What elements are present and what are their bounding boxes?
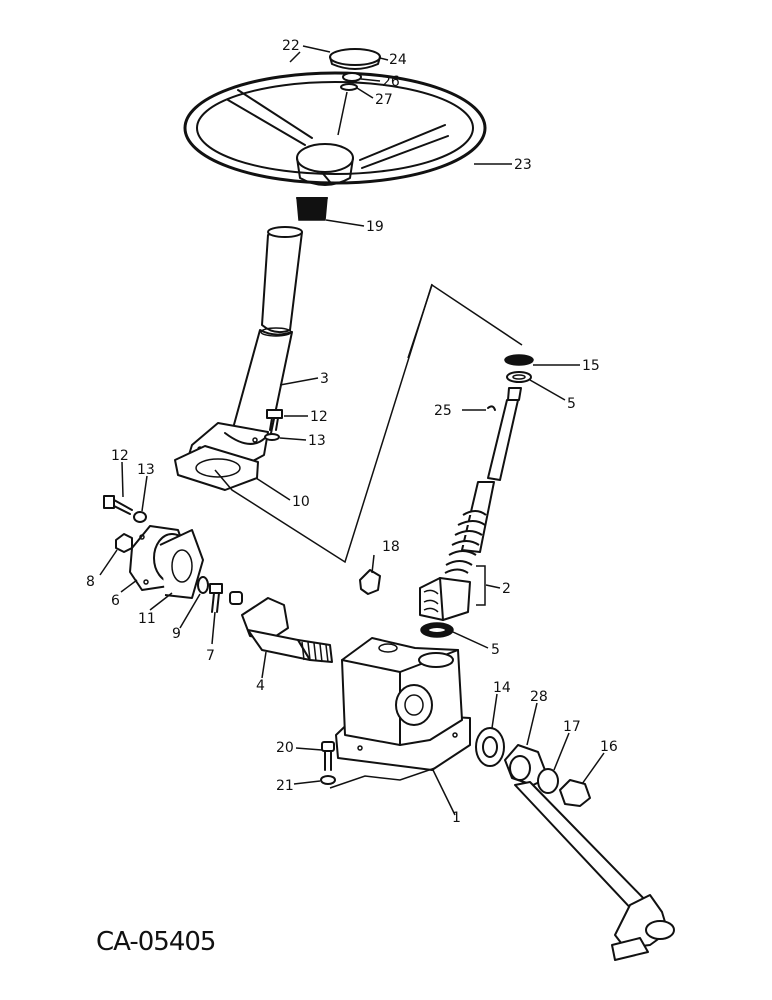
callout-12-upper: 12 — [310, 409, 328, 425]
cover-lockwasher — [133, 511, 147, 523]
callout-24: 24 — [389, 52, 407, 68]
callout-8: 8 — [86, 574, 95, 590]
callout-1: 1 — [452, 810, 461, 826]
callout-20: 20 — [276, 740, 294, 756]
arm-lockwasher — [537, 768, 559, 794]
callout-21: 21 — [276, 778, 294, 794]
housing-washer — [320, 775, 336, 785]
steering-shaft — [444, 354, 534, 574]
callout-5-upper: 5 — [567, 396, 576, 412]
ball-nut — [419, 577, 471, 621]
horn-cap — [329, 48, 381, 70]
filler-plug — [359, 569, 381, 595]
column-lockwasher — [264, 433, 280, 441]
wheel-washer — [340, 83, 358, 91]
gear-housing — [335, 637, 471, 771]
callout-26: 26 — [382, 74, 400, 90]
callout-10: 10 — [292, 494, 310, 510]
lower-bearing — [420, 622, 454, 638]
callout-17: 17 — [563, 719, 581, 735]
callout-3: 3 — [320, 371, 329, 387]
adjuster-washer — [197, 576, 209, 594]
column-bushing — [296, 197, 328, 221]
worm-threads — [444, 510, 487, 574]
sector-shaft — [229, 591, 333, 663]
sector-seal — [475, 727, 505, 767]
callout-15: 15 — [582, 358, 600, 374]
callout-27: 27 — [375, 92, 393, 108]
cover-bolt — [103, 495, 133, 515]
callout-18: 18 — [382, 539, 400, 555]
callout-28: 28 — [530, 689, 548, 705]
callout-19: 19 — [366, 219, 384, 235]
drawing-code: CA-05405 — [96, 927, 215, 957]
pitman-arm — [504, 744, 675, 961]
housing-bolt — [321, 741, 335, 771]
steering-wheel — [183, 71, 487, 186]
callout-2: 2 — [502, 581, 511, 597]
callout-23: 23 — [514, 157, 532, 173]
callout-25: 25 — [434, 403, 452, 419]
callout-4: 4 — [256, 678, 265, 694]
arm-nut — [559, 779, 591, 807]
adjuster-screw — [209, 583, 223, 613]
callout-5-lower: 5 — [491, 642, 500, 658]
column-bolt — [266, 409, 283, 431]
callout-9: 9 — [172, 626, 181, 642]
callout-22: 22 — [282, 38, 300, 54]
wheel-nut — [342, 72, 362, 82]
cover-nut — [115, 533, 133, 553]
shaft-key — [487, 405, 496, 411]
callout-labels: 22 24 26 27 23 19 3 12 13 10 15 5 25 2 5… — [86, 38, 618, 826]
callout-14: 14 — [493, 680, 511, 696]
callout-12-lower: 12 — [111, 448, 129, 464]
side-cover — [129, 525, 204, 599]
callout-16: 16 — [600, 739, 618, 755]
callout-13-upper: 13 — [308, 433, 326, 449]
callout-11: 11 — [138, 611, 156, 627]
steering-column-tube — [187, 226, 303, 471]
callout-6: 6 — [111, 593, 120, 609]
callout-13-lower: 13 — [137, 462, 155, 478]
leader-lines — [99, 45, 605, 816]
callout-7: 7 — [206, 648, 215, 664]
